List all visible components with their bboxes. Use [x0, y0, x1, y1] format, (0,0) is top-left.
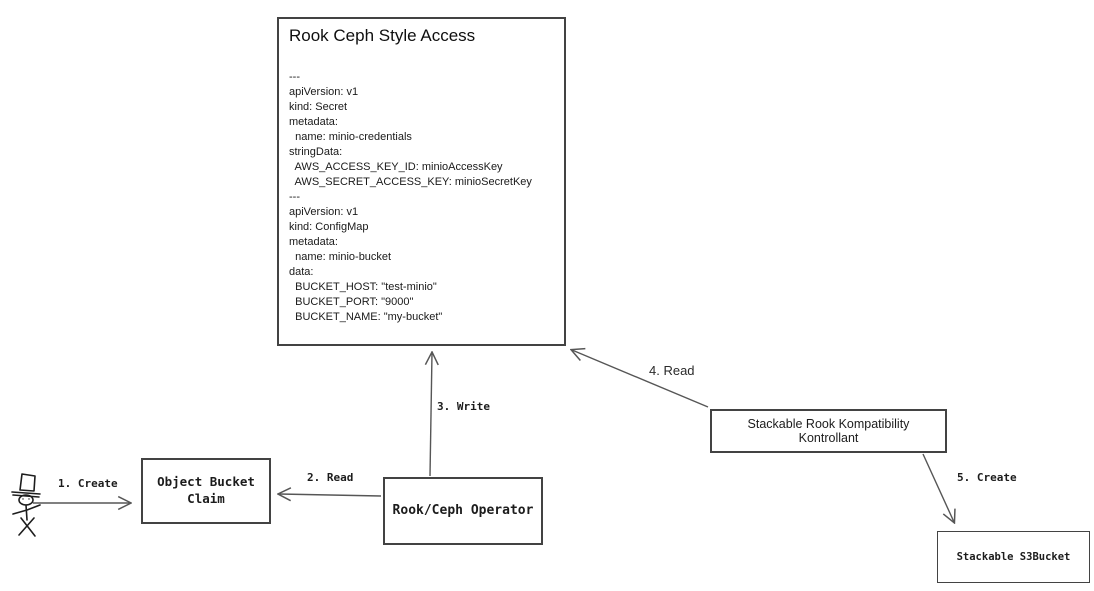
- user-actor-icon: [11, 473, 41, 537]
- node-rook-ceph-style-access: Rook Ceph Style Access --- apiVersion: v…: [277, 17, 566, 346]
- edge-label-4-read: 4. Read: [649, 363, 695, 378]
- arrow-3-write: [430, 353, 432, 477]
- node-stackable-s3bucket: Stackable S3Bucket: [937, 531, 1090, 583]
- arrow-2-read: [279, 494, 382, 496]
- node-rook-ceph-operator: Rook/Ceph Operator: [383, 477, 543, 545]
- arrow-4-read: [572, 350, 709, 408]
- main-box-yaml-content: --- apiVersion: v1 kind: Secret metadata…: [289, 71, 532, 323]
- node-object-bucket-claim: Object Bucket Claim: [141, 458, 271, 524]
- edge-label-3-write: 3. Write: [437, 400, 490, 413]
- edge-label-2-read: 2. Read: [307, 471, 354, 484]
- edge-label-5-create: 5. Create: [957, 471, 1017, 484]
- arrow-5-create: [922, 453, 954, 522]
- main-box-title: Rook Ceph Style Access: [289, 26, 476, 45]
- edge-label-1-create: 1. Create: [58, 477, 118, 490]
- node-stackable-rook-kompatibility-kontrollant: Stackable Rook Kompatibility Kontrollant: [710, 409, 947, 453]
